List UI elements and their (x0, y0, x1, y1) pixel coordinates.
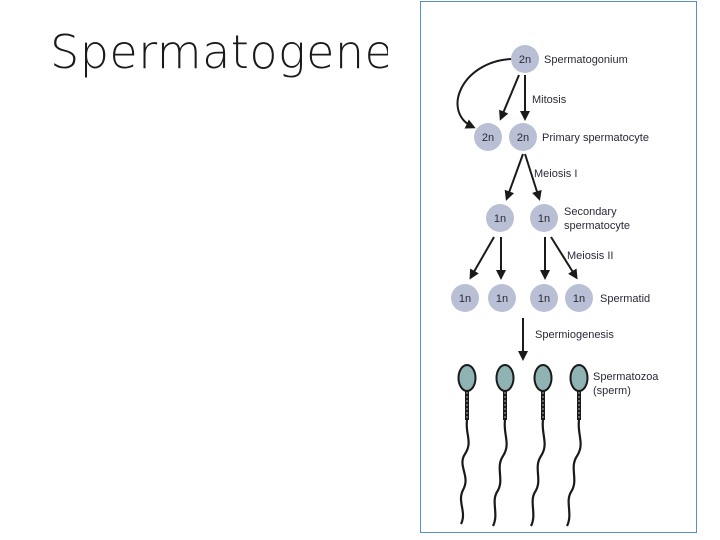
primary-cell-right: 2n (509, 123, 537, 151)
spermatid-cell-4: 1n (565, 284, 593, 312)
primary-spermatocyte-label: Primary spermatocyte (542, 132, 649, 144)
spermatid-label: Spermatid (600, 293, 650, 305)
meiosis-1-label: Meiosis I (534, 168, 577, 180)
cell-ploidy-label: 1n (538, 213, 550, 225)
spermatogonium-label: Spermatogonium (544, 54, 628, 66)
mitosis-arrow-left (499, 74, 520, 121)
meiosis-1-arrow-left (504, 153, 524, 201)
meiosis-2-arrow-1 (469, 236, 495, 280)
cell-ploidy-label: 2n (517, 132, 529, 144)
cell-ploidy-label: 2n (519, 54, 531, 66)
spermatozoon-1 (457, 364, 477, 525)
cell-ploidy-label: 1n (496, 293, 508, 305)
secondary-cell-right: 1n (530, 204, 558, 232)
spermatogonium-cell: 2n (511, 45, 539, 73)
self-renewal-arrow (456, 58, 512, 129)
spermatozoon-3 (529, 364, 553, 527)
primary-cell-left: 2n (474, 123, 502, 151)
spermatozoon-2 (491, 364, 515, 527)
mitosis-label: Mitosis (532, 94, 567, 106)
spermatozoa-label-line2: (sperm) (593, 385, 631, 397)
spermiogenesis-label: Spermiogenesis (535, 329, 614, 341)
spermatid-cell-1: 1n (451, 284, 479, 312)
spermatid-cell-2: 1n (488, 284, 516, 312)
cell-ploidy-label: 2n (482, 132, 494, 144)
slide-title-text: Spermatogenesis (50, 25, 388, 79)
cell-ploidy-label: 1n (494, 213, 506, 225)
secondary-label-line2: spermatocyte (564, 220, 630, 232)
slide-title: Spermatogenesis (50, 25, 388, 79)
meiosis-2-label: Meiosis II (567, 250, 613, 262)
spermatozoa-label-line1: Spermatozoa (593, 371, 659, 383)
diagram-canvas: 2n Spermatogonium Mitosis 2n 2n Primary … (451, 45, 659, 527)
spermatid-cell-3: 1n (530, 284, 558, 312)
cell-ploidy-label: 1n (573, 293, 585, 305)
spermatogenesis-diagram: 2n Spermatogonium Mitosis 2n 2n Primary … (420, 1, 697, 533)
spermatozoon-4 (565, 364, 589, 527)
cell-ploidy-label: 1n (538, 293, 550, 305)
meiosis-2-arrow-4 (550, 236, 578, 280)
meiosis-1-arrow-right (524, 153, 542, 201)
secondary-cell-left: 1n (486, 204, 514, 232)
secondary-label-line1: Secondary (564, 206, 617, 218)
cell-ploidy-label: 1n (459, 293, 471, 305)
